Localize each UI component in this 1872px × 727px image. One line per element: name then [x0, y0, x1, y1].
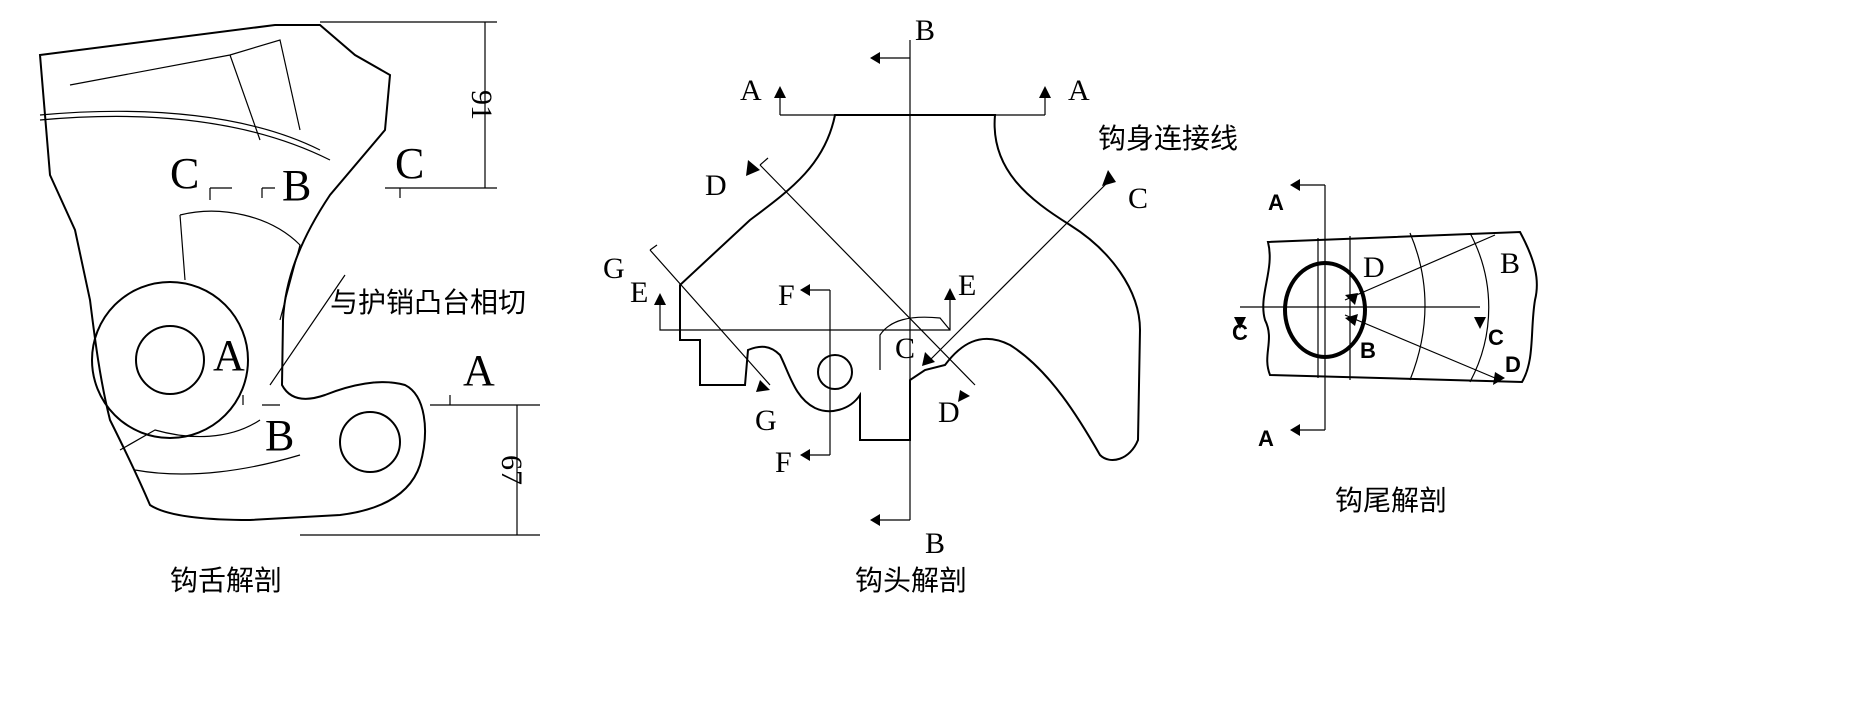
label-e: E [958, 269, 976, 302]
label-b: B [1360, 338, 1376, 363]
label-d: D [1363, 251, 1385, 284]
tongue-pin-hole [135, 325, 205, 395]
label-b: B [915, 14, 935, 47]
section-f [810, 289, 831, 456]
label-g: G [603, 252, 625, 285]
head-pin-hole [817, 354, 853, 390]
dimension-91: 91 [465, 90, 498, 120]
dimension-lines-bottom [300, 404, 540, 536]
label-g: G [755, 404, 777, 437]
label-b: B [282, 161, 311, 210]
label-a: A [1068, 74, 1090, 107]
tongue-lower-edge [119, 419, 301, 475]
tail-section-lines [1240, 184, 1496, 431]
label-a: A [463, 346, 495, 395]
arrowheads [1234, 179, 1505, 436]
tail-inner-lines [1317, 232, 1490, 383]
head-outline [679, 114, 1142, 461]
label-a: A [1268, 190, 1284, 215]
tongue-pin-boss [91, 281, 249, 439]
dimension-67: 67 [495, 455, 528, 485]
tail-caption: 钩尾解剖 [1335, 484, 1447, 517]
tongue-inner-web [39, 110, 321, 151]
tongue-small-hole [339, 411, 401, 473]
label-d: D [938, 396, 960, 429]
head-caption: 钩头解剖 [855, 564, 967, 597]
section-a [779, 98, 1046, 116]
tongue-caption: 钩舌解剖 [170, 564, 282, 597]
hook-tail-figure: A B D C C B D A 钩尾解剖 [1232, 179, 1538, 517]
tangent-note: 与护销凸台相切 [330, 286, 526, 319]
label-d: D [1505, 352, 1521, 377]
tongue-inner-top [39, 39, 331, 161]
section-e [659, 300, 951, 331]
label-c: C [895, 332, 915, 365]
head-inner-lug [879, 316, 951, 370]
tail-outline [1262, 230, 1538, 384]
label-a: A [1258, 426, 1274, 451]
tongue-lug [179, 210, 301, 321]
label-b: B [925, 527, 945, 560]
section-b [880, 40, 911, 521]
dimension-lines-top [320, 21, 497, 189]
label-c: C [170, 149, 199, 198]
label-e: E [630, 276, 648, 309]
tongue-outline [38, 24, 426, 522]
section-marks [209, 187, 451, 406]
label-b: B [1500, 247, 1520, 280]
label-f: F [775, 446, 792, 479]
label-d: D [705, 169, 727, 202]
arrowheads [654, 52, 1116, 526]
hook-tongue-figure: 91 67 C B C A A B 与护销凸台相切 钩舌解剖 [38, 21, 540, 597]
label-c: C [395, 139, 424, 188]
label-a: A [740, 74, 762, 107]
hook-head-figure: B A A 钩身连接线 D C G E F E C G D F B 钩头解剖 [603, 14, 1238, 597]
label-c: C [1128, 182, 1148, 215]
label-c: C [1232, 320, 1248, 345]
section-d [759, 157, 976, 386]
label-c: C [1488, 325, 1504, 350]
section-g [649, 244, 771, 386]
label-a: A [213, 331, 245, 380]
section-c [929, 179, 1111, 361]
label-b: B [265, 411, 294, 460]
label-f: F [778, 279, 795, 312]
body-connection-note: 钩身连接线 [1098, 122, 1238, 155]
